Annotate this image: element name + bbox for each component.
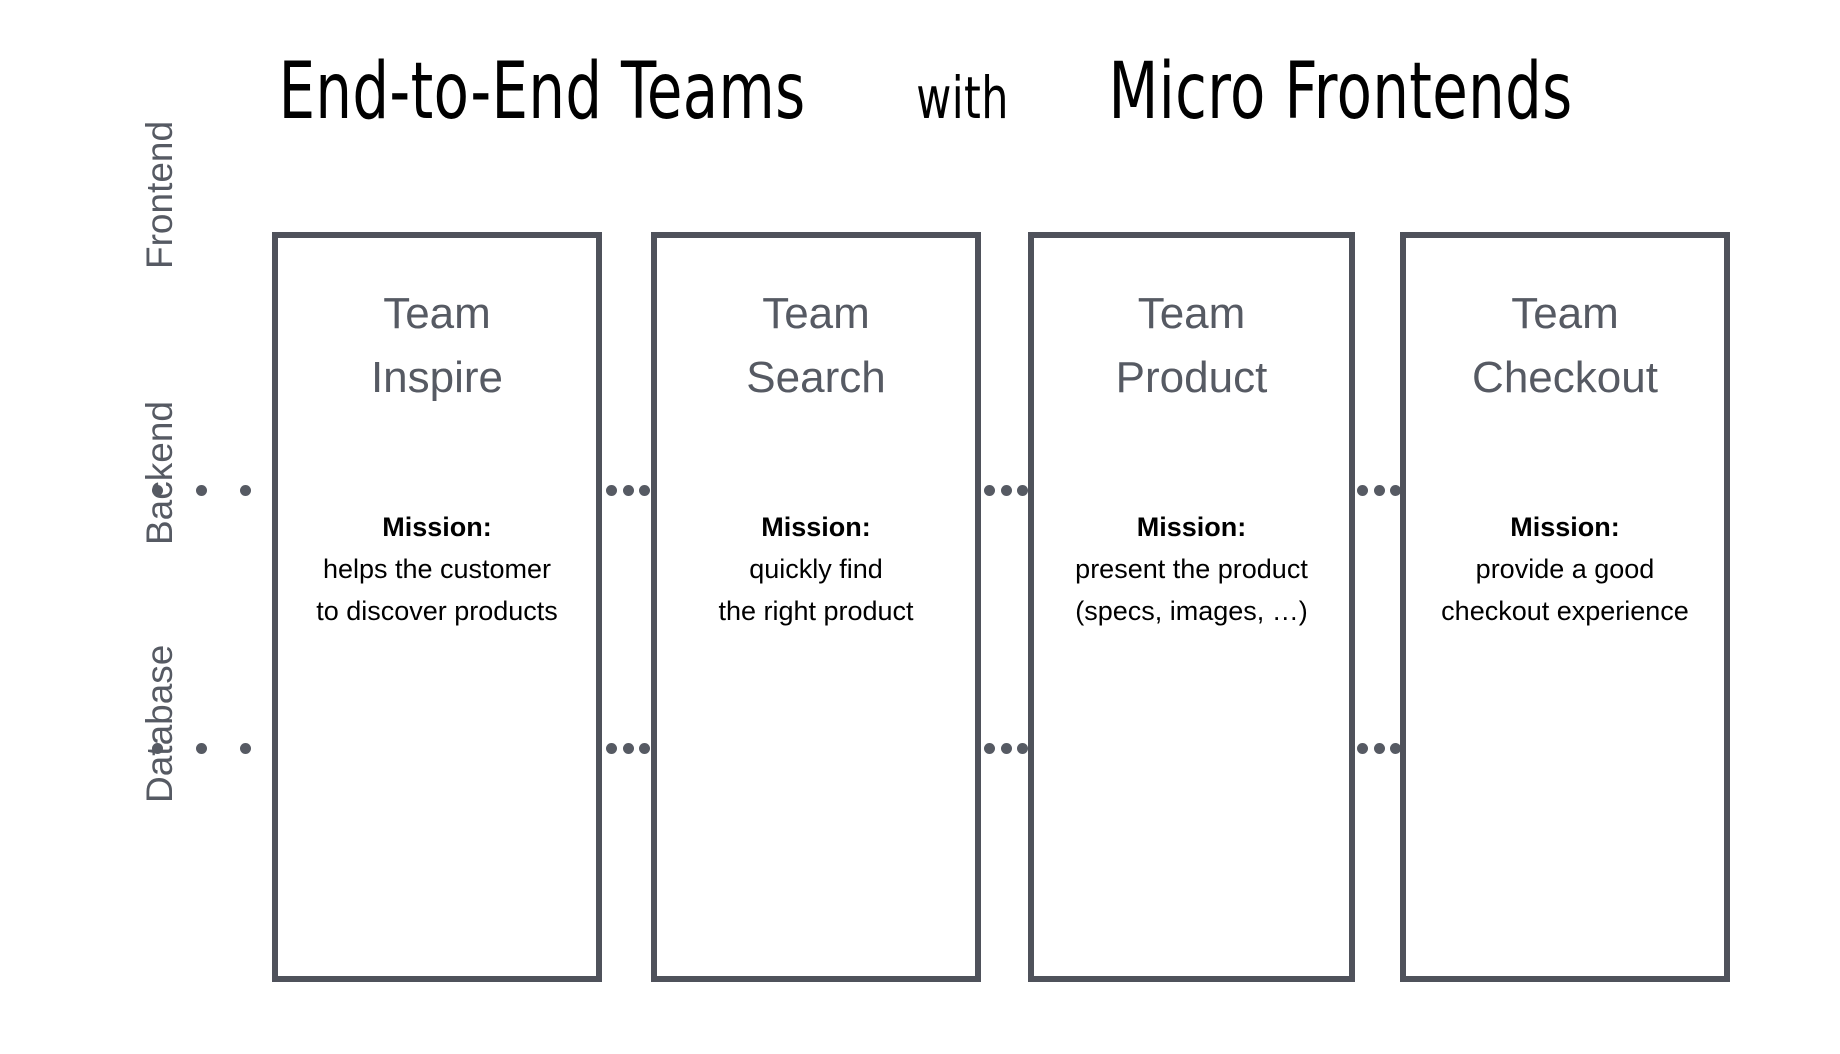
team-name-inspire: Team Inspire [371,282,503,410]
team-name-product: Team Product [1116,282,1268,410]
layer-label-frontend: Frontend [139,120,180,269]
mission-line-2: to discover products [316,596,558,626]
title-part-2: with [916,64,1009,132]
separator-dot [1357,484,1368,496]
separator-dots-frontend-backend-gap-1 [606,484,650,496]
mission-label: Mission: [761,512,871,542]
team-mission-inspire: Mission: helps the customer to discover … [316,506,558,632]
separator-dot [1373,742,1385,754]
separator-dot [152,484,163,496]
mission-line-1: present the product [1075,554,1308,584]
separator-dot [152,742,163,754]
mission-label: Mission: [382,512,492,542]
separator-dot [240,484,251,496]
separator-dot [1390,484,1401,496]
page-title: End-to-End Teams with Micro Frontends [0,44,1840,146]
team-box-checkout[interactable]: Team Checkout Mission: provide a good ch… [1400,232,1730,982]
separator-dot [1000,742,1012,754]
separator-dot [196,742,207,754]
team-mission-search: Mission: quickly find the right product [718,506,913,632]
separator-dot [240,742,251,754]
mission-label: Mission: [1510,512,1620,542]
layer-label-backend: Backend [139,401,180,545]
separator-dot [622,484,634,496]
team-name-line-1: Team [1137,289,1246,338]
mission-line-1: helps the customer [322,554,552,584]
separator-dot [622,742,634,754]
separator-dot [1000,484,1012,496]
team-box-inspire[interactable]: Team Inspire Mission: helps the customer… [272,232,602,982]
separator-dots-frontend-backend-gap-2 [984,484,1028,496]
separator-dot [1390,742,1401,754]
separator-dot [606,484,617,496]
separator-dot [1017,742,1028,754]
layer-label-database: Database [139,644,180,803]
separator-dot [1017,484,1028,496]
team-name-line-1: Team [383,289,491,338]
separator-dots-frontend-backend-gap-3 [1357,484,1401,496]
separator-dots-backend-database-gap-2 [984,742,1028,754]
separator-dots-backend-database-gap-3 [1357,742,1401,754]
team-mission-product: Mission: present the product (specs, ima… [1075,506,1308,632]
team-name-search: Team Search [746,282,885,410]
team-name-line-2: Inspire [370,353,504,402]
separator-dot [639,742,650,754]
mission-line-1: quickly find [749,554,883,584]
mission-line-2: checkout experience [1441,596,1689,626]
separator-dot [639,484,650,496]
team-name-line-2: Checkout [1472,353,1658,402]
mission-label: Mission: [1136,512,1247,542]
separator-dots-backend-database-gap-1 [606,742,650,754]
team-box-search[interactable]: Team Search Mission: quickly find the ri… [651,232,981,982]
title-part-1: End-to-End Teams [278,47,806,137]
team-box-product[interactable]: Team Product Mission: present the produc… [1028,232,1355,982]
team-name-checkout: Team Checkout [1472,282,1658,410]
mission-line-2: (specs, images, …) [1075,596,1308,626]
separator-dot [984,484,995,496]
team-mission-checkout: Mission: provide a good checkout experie… [1441,506,1689,632]
separator-dot [606,742,617,754]
separator-dot [984,742,995,754]
separator-dot [1373,484,1385,496]
team-name-line-1: Team [1511,289,1619,338]
mission-line-1: provide a good [1475,554,1655,584]
team-name-line-2: Product [1115,353,1268,402]
mission-line-2: the right product [718,596,914,626]
team-name-line-1: Team [762,289,870,338]
separator-dot [196,484,207,496]
team-name-line-2: Search [746,353,886,402]
title-part-3: Micro Frontends [1108,47,1573,137]
separator-dot [1357,742,1368,754]
